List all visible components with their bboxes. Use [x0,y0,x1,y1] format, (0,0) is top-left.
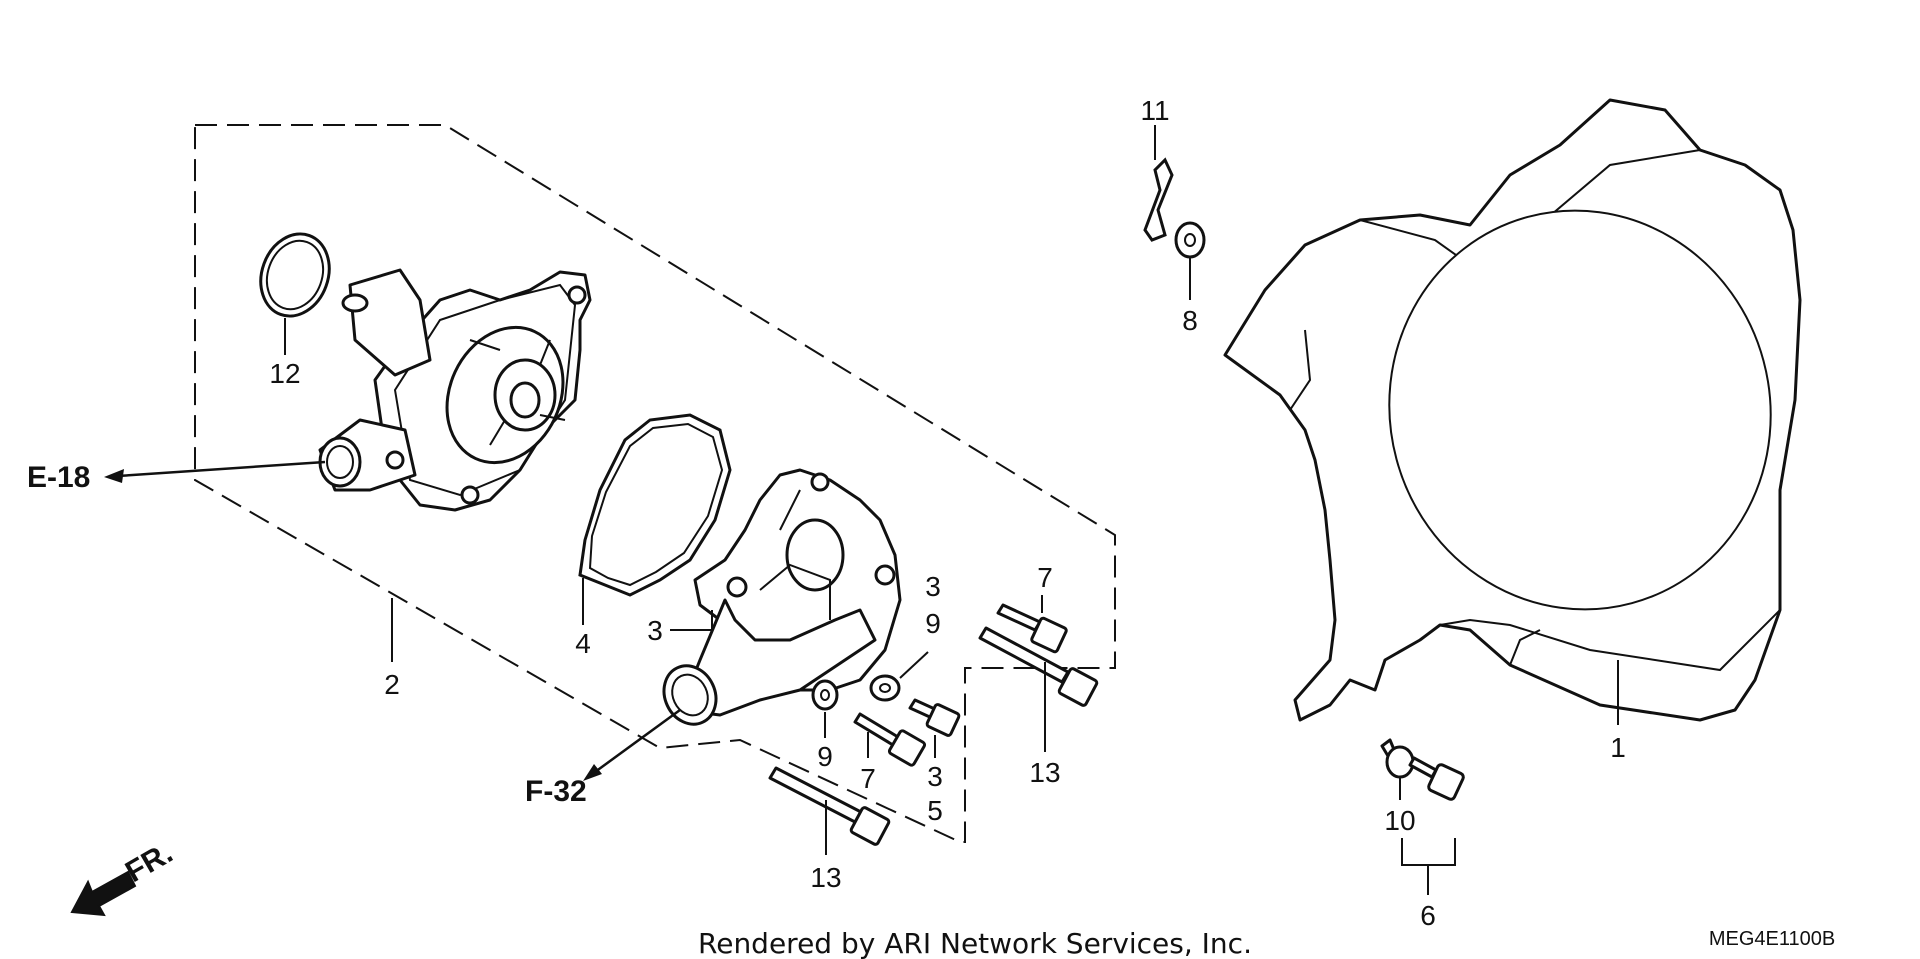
callout-7a: 7 [1037,562,1053,593]
part-2-water-pump[interactable] [318,268,592,512]
callout-4: 4 [575,628,591,659]
part-1-water-pump-cover[interactable] [1223,98,1815,722]
callout-7b: 7 [860,763,876,794]
callout-13a: 13 [1029,757,1060,788]
assembly-outline [194,124,1116,843]
part-12-o-ring[interactable] [250,224,341,326]
callout-3b: 3 [925,571,941,602]
callout-3c: 3 [927,761,943,792]
callout-9b: 9 [925,608,941,639]
callout-5: 5 [927,795,943,826]
diagram-code: MEG4E1100B [1709,928,1835,950]
footer-credit: Rendered by ARI Network Services, Inc. [698,927,1252,959]
leader-6 [1401,838,1456,895]
part-10-washer[interactable] [1380,738,1415,779]
front-direction-arrow-icon: FR. [70,836,178,917]
leader-9b [899,651,929,679]
callout-12: 12 [269,358,300,389]
leader-3a [670,610,713,631]
part-3-bolt[interactable] [908,698,961,737]
callout-2: 2 [384,669,400,700]
callout-11: 11 [1140,95,1169,126]
part-9-washer-b[interactable] [869,674,901,702]
part-9-washer-a[interactable] [811,679,839,711]
callout-1: 1 [1610,732,1626,763]
callout-6: 6 [1420,900,1436,931]
part-4-gasket[interactable] [578,413,732,597]
part-7-bolt-a[interactable] [996,603,1068,654]
part-7-bolt-b[interactable] [853,712,927,767]
part-8-washer[interactable] [1174,221,1206,259]
ref-label-f32: F-32 [525,775,587,808]
callout-8: 8 [1182,305,1198,336]
callout-9a: 9 [817,741,833,772]
part-11-clip[interactable] [1143,157,1174,242]
ref-label-e18: E-18 [27,461,90,494]
ref-arrow-f32 [583,708,681,781]
ref-arrow-e18 [104,460,326,483]
callout-3a: 3 [647,615,663,646]
part-3-pump-cover[interactable] [655,468,902,733]
callout-13b: 13 [810,862,841,893]
callout-10: 10 [1384,805,1415,836]
part-6-bolt[interactable] [1408,756,1465,801]
